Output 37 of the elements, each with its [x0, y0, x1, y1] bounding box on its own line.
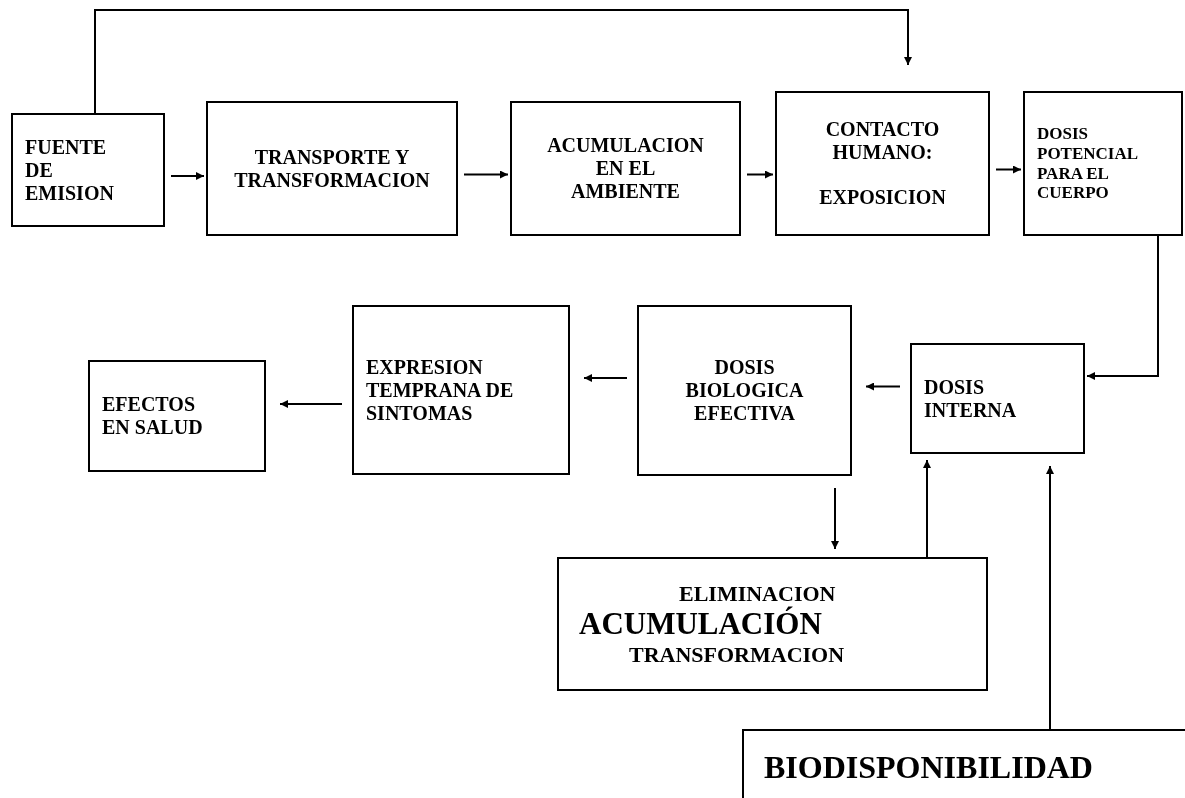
- process-box: [557, 557, 988, 691]
- node-text: EXPRESION TEMPRANA DE SINTOMAS: [366, 355, 515, 425]
- process-box: [637, 305, 852, 476]
- arrow: [279, 400, 343, 408]
- node-text: ACUMULACION EN EL AMBIENTE: [546, 134, 705, 203]
- node-text: DOSIS POTENCIAL PARA EL CUERPO: [1037, 124, 1139, 203]
- arrow: [831, 487, 839, 550]
- arrow: [923, 459, 931, 558]
- arrow: [94, 9, 912, 114]
- node-text: ACUMULACIÓN: [579, 606, 823, 642]
- process-box: [775, 91, 990, 236]
- arrow: [1046, 465, 1054, 730]
- node-text: EFECTOS EN SALUD: [102, 393, 204, 439]
- node-text: DOSIS INTERNA: [924, 375, 1018, 422]
- node-text: FUENTE DE EMISION: [25, 135, 115, 205]
- node-text: TRANSPORTE Y TRANSFORMACION: [233, 145, 431, 192]
- node-text: CONTACTO HUMANO:: [824, 118, 941, 164]
- arrow: [865, 382, 901, 391]
- node-text: EXPOSICION: [818, 186, 947, 209]
- node-text: TRANSFORMACION: [629, 641, 846, 668]
- arrow: [995, 165, 1022, 174]
- arrow: [1086, 235, 1159, 380]
- arrow: [170, 172, 205, 180]
- node-text: ELIMINACION: [679, 580, 837, 606]
- process-box: [510, 101, 741, 236]
- arrow: [746, 170, 774, 179]
- process-box: [742, 729, 1185, 798]
- arrow: [463, 170, 509, 179]
- node-text: DOSIS BIOLOGICA EFECTIVA: [684, 356, 805, 425]
- process-box: [910, 343, 1085, 454]
- process-box: [206, 101, 458, 236]
- process-box: [88, 360, 266, 472]
- process-box: [1023, 91, 1183, 236]
- arrow: [583, 374, 628, 382]
- process-box: [11, 113, 165, 227]
- node-text: BIODISPONIBILIDAD: [764, 749, 1094, 786]
- process-box: [352, 305, 570, 475]
